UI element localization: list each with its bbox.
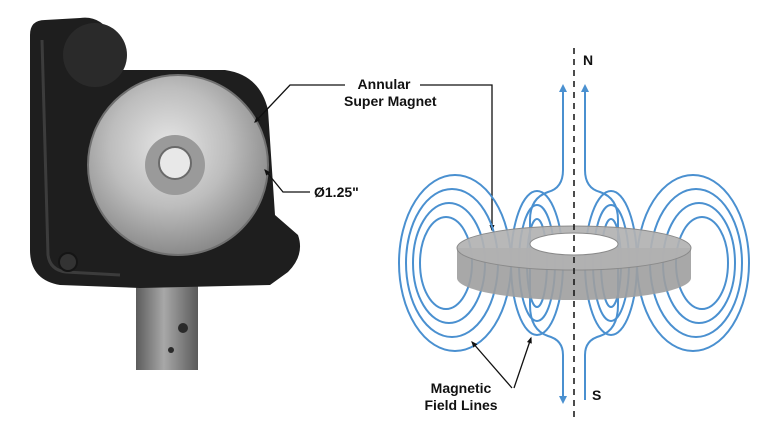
field-lines-label-line2: Field Lines [424,397,498,413]
ring-magnet-bore [529,232,619,256]
field-lines-callout-line-a [471,341,513,389]
mount-photo [30,17,301,370]
mount-knob [63,23,127,87]
annular-magnet-label-line1: Annular [357,76,411,92]
magnet-bore [158,146,192,180]
mount-screw [58,252,78,272]
post-hole [178,323,188,333]
magnet-callout-line [254,84,345,123]
south-pole-label: S [592,387,602,403]
north-pole-label: N [583,52,594,68]
post-hole-small [168,347,174,353]
field-lines-label: Magnetic Field Lines [408,380,514,414]
magnet-diagram-callout-line [420,84,495,232]
mount-edge-highlight [40,39,121,277]
field-lines-callout-line-b [513,336,532,389]
diameter-callout-line [264,168,310,193]
annular-magnet-label: Annular Super Magnet [344,76,437,110]
field-lines-label-line1: Magnetic [430,380,492,396]
diameter-label: Ø1.25" [314,184,359,200]
annular-magnet-label-line2: Super Magnet [344,93,437,109]
